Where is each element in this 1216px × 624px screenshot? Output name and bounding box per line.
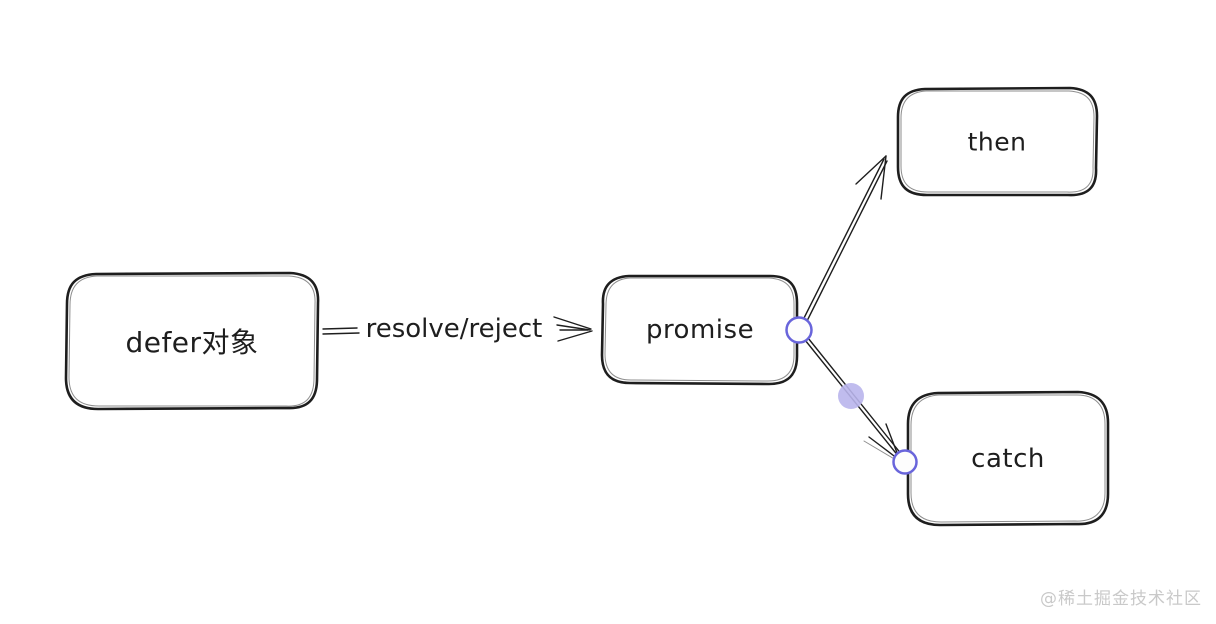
edge-midpoint-dot[interactable]	[838, 383, 864, 409]
node-promise-label: promise	[645, 315, 755, 345]
edge-defer-promise[interactable]	[322, 316, 593, 342]
node-defer-label: defer对象	[125, 326, 259, 359]
connection-handle-promise[interactable]	[785, 316, 813, 344]
node-defer[interactable]	[64, 271, 320, 411]
node-then[interactable]	[896, 86, 1099, 197]
edge-promise-then[interactable]	[800, 155, 888, 328]
connection-handle-catch[interactable]	[892, 449, 918, 475]
node-promise[interactable]	[600, 274, 799, 386]
watermark: @稀土掘金技术社区	[1040, 589, 1202, 609]
node-then-label: then	[967, 127, 1027, 157]
node-catch-label: catch	[971, 444, 1045, 474]
edge-label-resolve-reject: resolve/reject	[361, 314, 547, 344]
node-catch[interactable]	[906, 390, 1110, 527]
